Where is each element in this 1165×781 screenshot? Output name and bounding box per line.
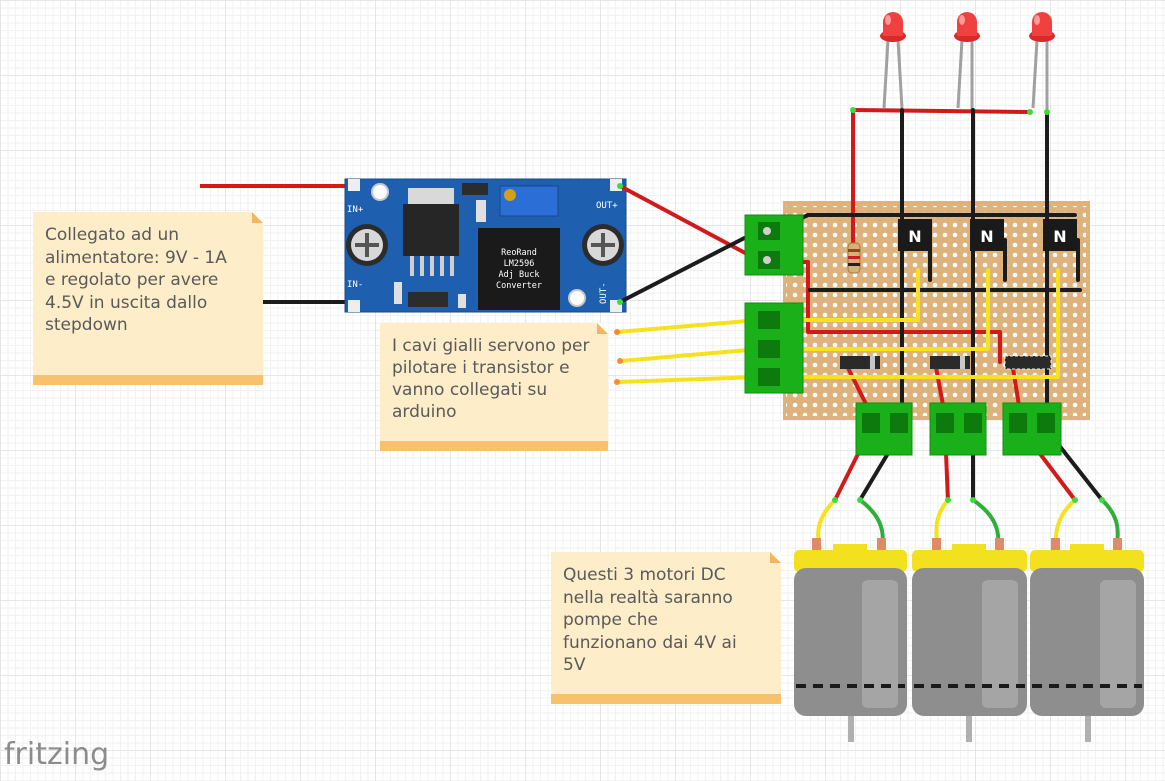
signal-terminal-block	[744, 302, 804, 394]
led-1	[880, 12, 906, 109]
power-terminal-block	[744, 214, 804, 276]
resistor	[847, 242, 861, 274]
led-2	[954, 12, 980, 112]
note-yellow-wires-text: I cavi gialli servono per pilotare i tra…	[392, 336, 590, 422]
note-fold-icon	[252, 212, 263, 223]
note-motors-text: Questi 3 motori DC nella realtà saranno …	[563, 565, 737, 675]
note-fold-icon	[770, 552, 781, 563]
yellow-wires	[615, 268, 1060, 384]
fritzing-logo: fritzing	[4, 737, 110, 772]
chip-label-1: ReoRand	[501, 248, 537, 258]
in-plus-label: IN+	[347, 205, 364, 215]
note-motors[interactable]: Questi 3 motori DC nella realtà saranno …	[551, 552, 781, 704]
chip-label-4: Converter	[496, 281, 542, 291]
note-power-supply[interactable]: Collegato ad un alimentatore: 9V - 1A e …	[33, 212, 263, 385]
note-power-supply-text: Collegato ad un alimentatore: 9V - 1A e …	[45, 225, 227, 335]
transistor-2-marking: N	[980, 227, 993, 246]
input-wires	[200, 184, 356, 304]
transistor-3-marking: N	[1053, 227, 1066, 246]
buck-converter-module: ReoRand LM2596 Adj Buck Converter IN+ IN…	[344, 178, 627, 313]
motor-2	[912, 538, 1027, 742]
transistor-1-marking: N	[908, 227, 921, 246]
out-plus-label: OUT+	[596, 201, 618, 211]
motor-lead-wires	[816, 498, 1120, 550]
motor-1	[794, 538, 907, 742]
transistor-3: N	[1043, 219, 1077, 251]
transistor-2: N	[970, 219, 1004, 251]
note-yellow-wires[interactable]: I cavi gialli servono per pilotare i tra…	[380, 323, 608, 451]
transistor-1: N	[898, 219, 932, 251]
stripboard	[783, 201, 1090, 420]
out-minus-label: OUT-	[599, 282, 609, 304]
led-3	[1029, 12, 1055, 112]
chip-label-3: Adj Buck	[499, 270, 540, 280]
wire-endpoints	[614, 107, 1105, 503]
diodes	[840, 355, 1052, 370]
motor-terminal-blocks	[855, 402, 1062, 456]
in-minus-label: IN-	[347, 280, 363, 290]
note-fold-icon	[597, 323, 608, 334]
chip-label-2: LM2596	[504, 259, 535, 269]
motor-3	[1030, 538, 1144, 742]
